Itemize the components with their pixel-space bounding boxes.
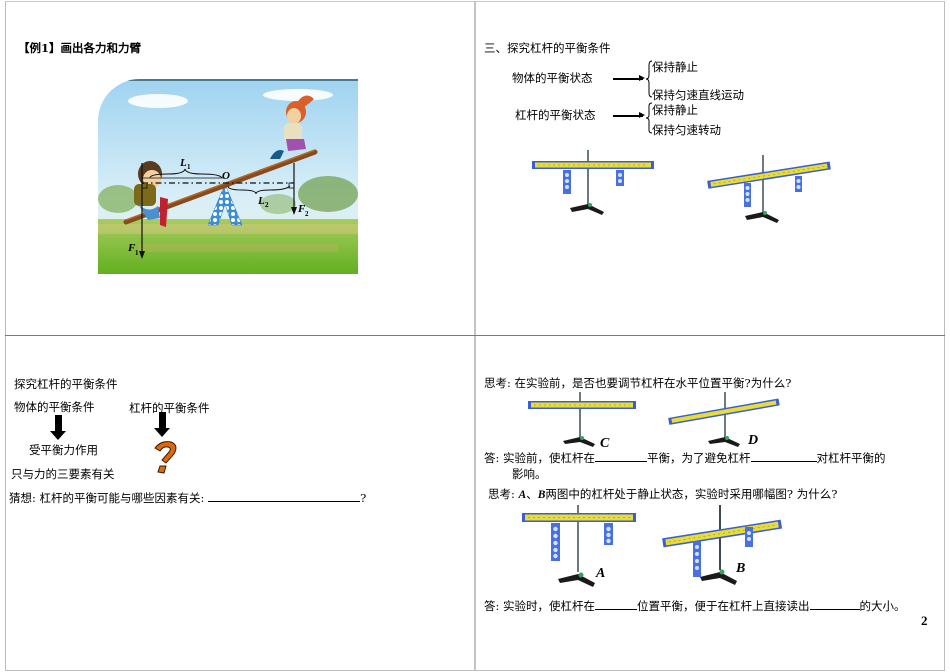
answer-1-line2: 影响。 bbox=[512, 467, 547, 481]
lever-condition-label: 杠杆的平衡条件 bbox=[129, 401, 210, 415]
guess-line: 猜想: 杠杆的平衡可能与哪些因素有关: ? bbox=[9, 491, 366, 505]
label-F1: F bbox=[127, 242, 136, 254]
answer-1-blank-2[interactable] bbox=[750, 451, 817, 462]
object-state-2: 保持匀速直线运动 bbox=[652, 88, 744, 102]
svg-text:1: 1 bbox=[135, 249, 139, 257]
label-F2: F bbox=[297, 203, 306, 215]
fig-label-D: D bbox=[748, 433, 759, 448]
label-O: O bbox=[222, 170, 230, 182]
answer-2: 答: 实验时，使杠杆在 位置平衡，便于在杠杆上直接读出 的大小。 bbox=[484, 599, 906, 613]
down-arrow-icon bbox=[154, 412, 170, 437]
brace-icon bbox=[645, 60, 653, 98]
answer-2-blank-1[interactable] bbox=[595, 599, 638, 610]
guess-blank[interactable] bbox=[208, 491, 361, 502]
answer-1-line1: 答: 实验前，使杠杆在 平衡，为了避免杠杆 对杠杆平衡的 bbox=[484, 451, 886, 465]
brace-icon bbox=[645, 102, 653, 134]
down-arrow-icon bbox=[50, 415, 66, 440]
answer-2-blank-2[interactable] bbox=[809, 599, 860, 610]
svg-text:1: 1 bbox=[187, 163, 191, 171]
horizontal-divider bbox=[5, 335, 945, 336]
arrow-right-icon bbox=[613, 75, 645, 81]
fig-label-C: C bbox=[600, 436, 610, 451]
answer-1-part-b: 平衡，为了避免杠杆 bbox=[647, 451, 751, 465]
label-L2: L bbox=[257, 195, 265, 207]
object-state-1: 保持静止 bbox=[652, 60, 698, 74]
page-number: 2 bbox=[921, 613, 928, 628]
guess-end: ? bbox=[360, 491, 367, 505]
lever-apparatus-C bbox=[528, 392, 636, 447]
object-state-label: 物体的平衡状态 bbox=[512, 71, 593, 85]
seesaw-illustration: L 1 O L 2 F 2 F 1 bbox=[98, 79, 358, 274]
fig-label-B: B bbox=[736, 561, 746, 576]
answer-2-part-a: 答: 实验时，使杠杆在 bbox=[484, 599, 596, 613]
guess-label: 猜想: 杠杆的平衡可能与哪些因素有关: bbox=[9, 491, 205, 505]
question-2: 思考: A、B两图中的杠杆处于静止状态，实验时采用哪幅图? 为什么? bbox=[488, 487, 838, 501]
lever-apparatus-A bbox=[522, 505, 636, 587]
question-mark-icon bbox=[154, 441, 177, 474]
seesaw-figure: L 1 O L 2 F 2 F 1 bbox=[98, 79, 358, 274]
label-L1: L bbox=[179, 157, 187, 169]
answer-2-part-b: 位置平衡，便于在杠杆上直接读出 bbox=[637, 599, 810, 613]
object-condition-label: 物体的平衡条件 bbox=[14, 400, 95, 414]
lever-state-1: 保持静止 bbox=[652, 103, 698, 117]
answer-1-part-c: 对杠杆平衡的 bbox=[816, 451, 886, 465]
explore-title: 探究杠杆的平衡条件 bbox=[14, 377, 118, 391]
answer-1-blank-1[interactable] bbox=[595, 451, 648, 462]
vertical-divider bbox=[474, 1, 476, 671]
svg-text:2: 2 bbox=[265, 201, 269, 209]
question-1: 思考: 在实验前，是否也要调节杠杆在水平位置平衡?为什么? bbox=[484, 376, 792, 390]
balanced-force-text: 受平衡力作用 bbox=[29, 443, 98, 457]
lever-apparatus-B bbox=[662, 505, 783, 585]
svg-text:2: 2 bbox=[305, 210, 309, 218]
section-title: 三、探究杠杆的平衡条件 bbox=[484, 41, 611, 55]
lever-state-label: 杠杆的平衡状态 bbox=[515, 108, 596, 122]
lever-apparatus-D bbox=[668, 392, 780, 447]
example-title: 【例1】画出各力和力臂 bbox=[18, 41, 142, 55]
lever-apparatus-tilted bbox=[707, 155, 831, 223]
lever-state-2: 保持匀速转动 bbox=[652, 123, 721, 137]
arrow-right-icon bbox=[613, 112, 645, 118]
three-elements-text: 只与力的三要素有关 bbox=[11, 467, 115, 481]
fig-label-A: A bbox=[596, 566, 606, 581]
lever-apparatus-horizontal bbox=[532, 150, 654, 215]
answer-1-part-a: 答: 实验前，使杠杆在 bbox=[484, 451, 596, 465]
answer-2-part-c: 的大小。 bbox=[859, 599, 906, 613]
